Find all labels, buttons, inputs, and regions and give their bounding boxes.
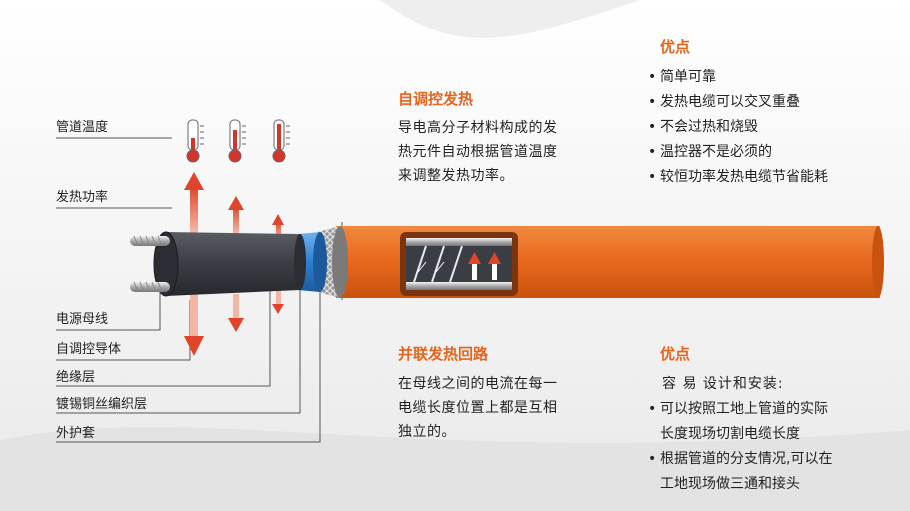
cutaway-window <box>400 232 518 296</box>
advantages-bottom-list: •可以按照工地上管道的实际 长度现场切割电缆长度 •根据管道的分支情况,可以在 … <box>648 397 832 497</box>
list-item-continuation: 长度现场切割电缆长度 <box>660 426 800 442</box>
advantages-bottom-title: 优点 <box>660 345 691 363</box>
self-regulating-description: 导电高分子材料构成的发 热元件自动根据管道温度 来调整发热功率。 <box>398 116 558 188</box>
heat-arrow-down-small <box>272 290 284 314</box>
outer-jacket-end <box>872 226 884 298</box>
bullet-icon: • <box>648 119 657 135</box>
heat-arrow-up-medium <box>228 196 244 236</box>
list-item: •发热电缆可以交叉重叠 <box>648 90 828 115</box>
desc-line: 独立的。 <box>398 424 456 440</box>
heat-arrow-down-medium <box>228 294 244 332</box>
heat-arrow-up-small <box>272 214 284 240</box>
parallel-circuit-title: 并联发热回路 <box>398 345 489 363</box>
background-swoosh-light <box>380 0 640 38</box>
desc-line: 热元件自动根据管道温度 <box>398 144 558 160</box>
bullet-icon: • <box>648 69 657 85</box>
thermometer-icon-hot <box>272 119 290 163</box>
bus-wire-top <box>130 235 170 247</box>
list-item: •不会过热和烧毁 <box>648 115 828 140</box>
bus-wire-bottom <box>130 281 170 293</box>
core-end-face <box>153 231 179 297</box>
advantages-bottom-intro: 容 易 设计和安装: <box>662 376 784 392</box>
bullet-icon: • <box>648 451 657 467</box>
parallel-circuit-description: 在母线之间的电流在每一 电缆长度位置上都是互相 独立的。 <box>398 372 558 444</box>
bullet-icon: • <box>648 94 657 110</box>
bullet-icon: • <box>648 144 657 160</box>
label-heating-power: 发热功率 <box>56 190 109 205</box>
label-outer-jacket: 外护套 <box>56 426 96 441</box>
list-item: •简单可靠 <box>648 65 828 90</box>
background-swoosh <box>0 427 910 511</box>
heat-arrow-down-large <box>184 290 204 356</box>
list-item-continuation: 工地现场做三通和接头 <box>660 476 800 492</box>
advantages-top-list: •简单可靠 •发热电缆可以交叉重叠 •不会过热和烧毁 •温控器不是必须的 •较恒… <box>648 65 828 190</box>
desc-line: 来调整发热功率。 <box>398 168 514 184</box>
list-item: •根据管道的分支情况,可以在 <box>648 447 832 472</box>
desc-line: 在母线之间的电流在每一 <box>398 376 558 392</box>
thermometer-icon-warm <box>228 119 246 163</box>
list-item: •温控器不是必须的 <box>648 140 828 165</box>
heat-arrow-up-large <box>184 172 204 236</box>
list-item: •较恒功率发热电缆节省能耗 <box>648 165 828 190</box>
bullet-icon: • <box>648 169 657 185</box>
label-insulation: 绝缘层 <box>56 370 96 385</box>
self-regulating-core <box>166 232 300 296</box>
self-regulating-title: 自调控发热 <box>398 90 474 108</box>
cutaway-heat-arrow-1 <box>468 252 481 280</box>
desc-line: 导电高分子材料构成的发 <box>398 120 558 136</box>
label-pipe-temperature: 管道温度 <box>56 120 109 135</box>
label-bus-wire: 电源母线 <box>56 312 109 327</box>
thermometer-icon-cold <box>186 119 204 163</box>
advantages-top-title: 优点 <box>660 38 691 56</box>
label-tinned-copper-braid: 镀锡铜丝编织层 <box>56 397 148 412</box>
label-self-regulating-core: 自调控导体 <box>56 342 122 357</box>
desc-line: 电缆长度位置上都是互相 <box>398 400 558 416</box>
bullet-icon: • <box>648 401 657 417</box>
cutaway-heat-arrow-2 <box>488 252 501 280</box>
list-item: •可以按照工地上管道的实际 <box>648 397 832 422</box>
